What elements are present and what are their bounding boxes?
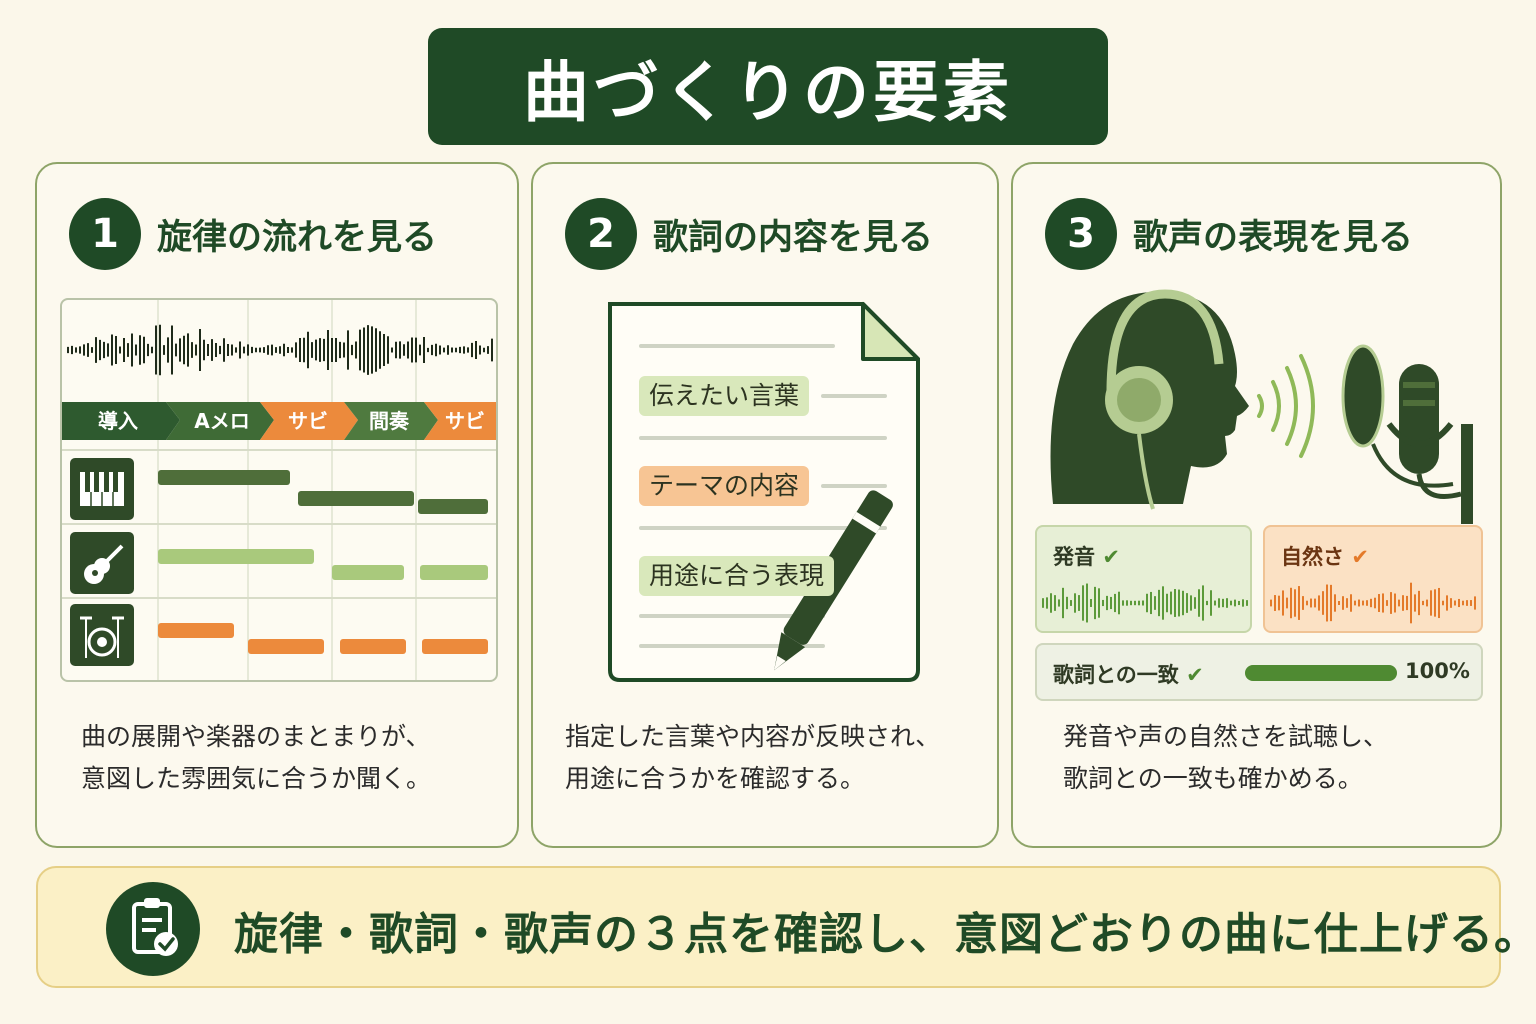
lyric-match-bar: 歌詞との一致 ✔ 100% <box>1035 643 1483 701</box>
microphone-icon <box>1341 344 1473 524</box>
lyric-tag-usage: 用途に合う表現 <box>639 556 835 596</box>
checkmark-icon: ✔ <box>1102 545 1120 569</box>
segment-a-melody <box>166 402 274 440</box>
segment-intro <box>62 402 180 440</box>
description-line: 曲の展開や楽器のまとまりが、 <box>81 722 431 751</box>
headphones-icon <box>1105 289 1224 510</box>
description-line: 指定した言葉や内容が反映され、 <box>565 722 941 751</box>
step-number: 3 <box>1045 198 1117 270</box>
sound-waves-icon <box>1257 354 1315 458</box>
segment-label: サビ <box>288 409 328 433</box>
arrangement-view: 導入 Aメロ サビ 間奏 サビ <box>60 298 498 682</box>
description-line: 用途に合うかを確認する。 <box>565 764 866 793</box>
segment-chorus-2 <box>424 402 496 440</box>
panel-title: 歌声の表現を見る <box>1133 217 1414 258</box>
page-title: 曲づくりの要素 <box>523 53 1013 131</box>
segment-chorus-1 <box>260 402 358 440</box>
waveform <box>67 324 493 376</box>
clipboard-check-icon <box>106 882 200 976</box>
pronunciation-waveform <box>1042 583 1248 623</box>
panel-description: 発音や声の自然さを試聴し、 歌詞との一致も確かめる。 <box>1063 716 1388 800</box>
track-piano <box>70 458 488 520</box>
progress-track <box>1245 665 1397 681</box>
checkmark-icon: ✔ <box>1186 663 1204 687</box>
drum-icon <box>70 604 134 666</box>
description-line: 発音や声の自然さを試聴し、 <box>1063 722 1389 751</box>
segment-label: Aメロ <box>194 409 249 433</box>
summary-text: 旋律・歌詞・歌声の３点を確認し、意図どおりの曲に仕上げる。 <box>234 909 1536 960</box>
panel-description: 指定した言葉や内容が反映され、 用途に合うかを確認する。 <box>565 716 940 800</box>
section-timeline: 導入 Aメロ サビ 間奏 サビ <box>62 402 496 440</box>
lyric-tag-message: 伝えたい言葉 <box>639 376 810 416</box>
check-card-pronunciation: 発音 ✔ <box>1035 525 1252 633</box>
check-label: 自然さ ✔ <box>1281 545 1369 569</box>
check-card-naturalness: 自然さ ✔ <box>1263 525 1483 633</box>
progress-fill <box>1245 665 1397 681</box>
segment-interlude <box>344 402 438 440</box>
panel-lyrics: 2 歌詞の内容を見る 伝えたい言葉 テーマの内容 用途に合う表現 指定 <box>531 162 999 848</box>
track-guitar <box>70 532 488 594</box>
panel-header: 2 歌詞の内容を見る <box>565 198 933 270</box>
panel-vocals: 3 歌声の表現を見る 発音 ✔ <box>1011 162 1502 848</box>
track-drums <box>70 604 488 666</box>
pen-icon <box>774 490 893 671</box>
lyric-tag-theme: テーマの内容 <box>639 466 810 506</box>
step-number: 2 <box>565 198 637 270</box>
match-value: 100% <box>1405 659 1470 683</box>
panel-title: 旋律の流れを見る <box>157 217 438 258</box>
title-banner: 曲づくりの要素 <box>428 28 1108 145</box>
description-line: 意図した雰囲気に合うか聞く。 <box>81 764 432 793</box>
arrangement-svg: 導入 Aメロ サビ 間奏 サビ <box>62 300 496 680</box>
panel-header: 3 歌声の表現を見る <box>1045 198 1413 270</box>
segment-label: 導入 <box>98 409 138 433</box>
singer-illustration <box>1050 289 1473 524</box>
summary-bar: 旋律・歌詞・歌声の３点を確認し、意図どおりの曲に仕上げる。 <box>36 866 1536 988</box>
match-label: 歌詞との一致 ✔ <box>1053 663 1204 687</box>
checkmark-icon: ✔ <box>1351 545 1369 569</box>
panel-title: 歌詞の内容を見る <box>653 217 934 258</box>
panel-header: 1 旋律の流れを見る <box>69 198 437 270</box>
naturalness-waveform <box>1270 582 1476 624</box>
step-number: 1 <box>69 198 141 270</box>
segment-label: サビ <box>445 409 485 433</box>
panel-description: 曲の展開や楽器のまとまりが、 意図した雰囲気に合うか聞く。 <box>81 716 431 800</box>
check-label: 発音 ✔ <box>1053 545 1120 569</box>
description-line: 歌詞との一致も確かめる。 <box>1063 764 1363 793</box>
segment-label: 間奏 <box>369 409 410 433</box>
panel-melody: 1 旋律の流れを見る 導入 Aメロ サビ 間奏 <box>35 162 519 848</box>
